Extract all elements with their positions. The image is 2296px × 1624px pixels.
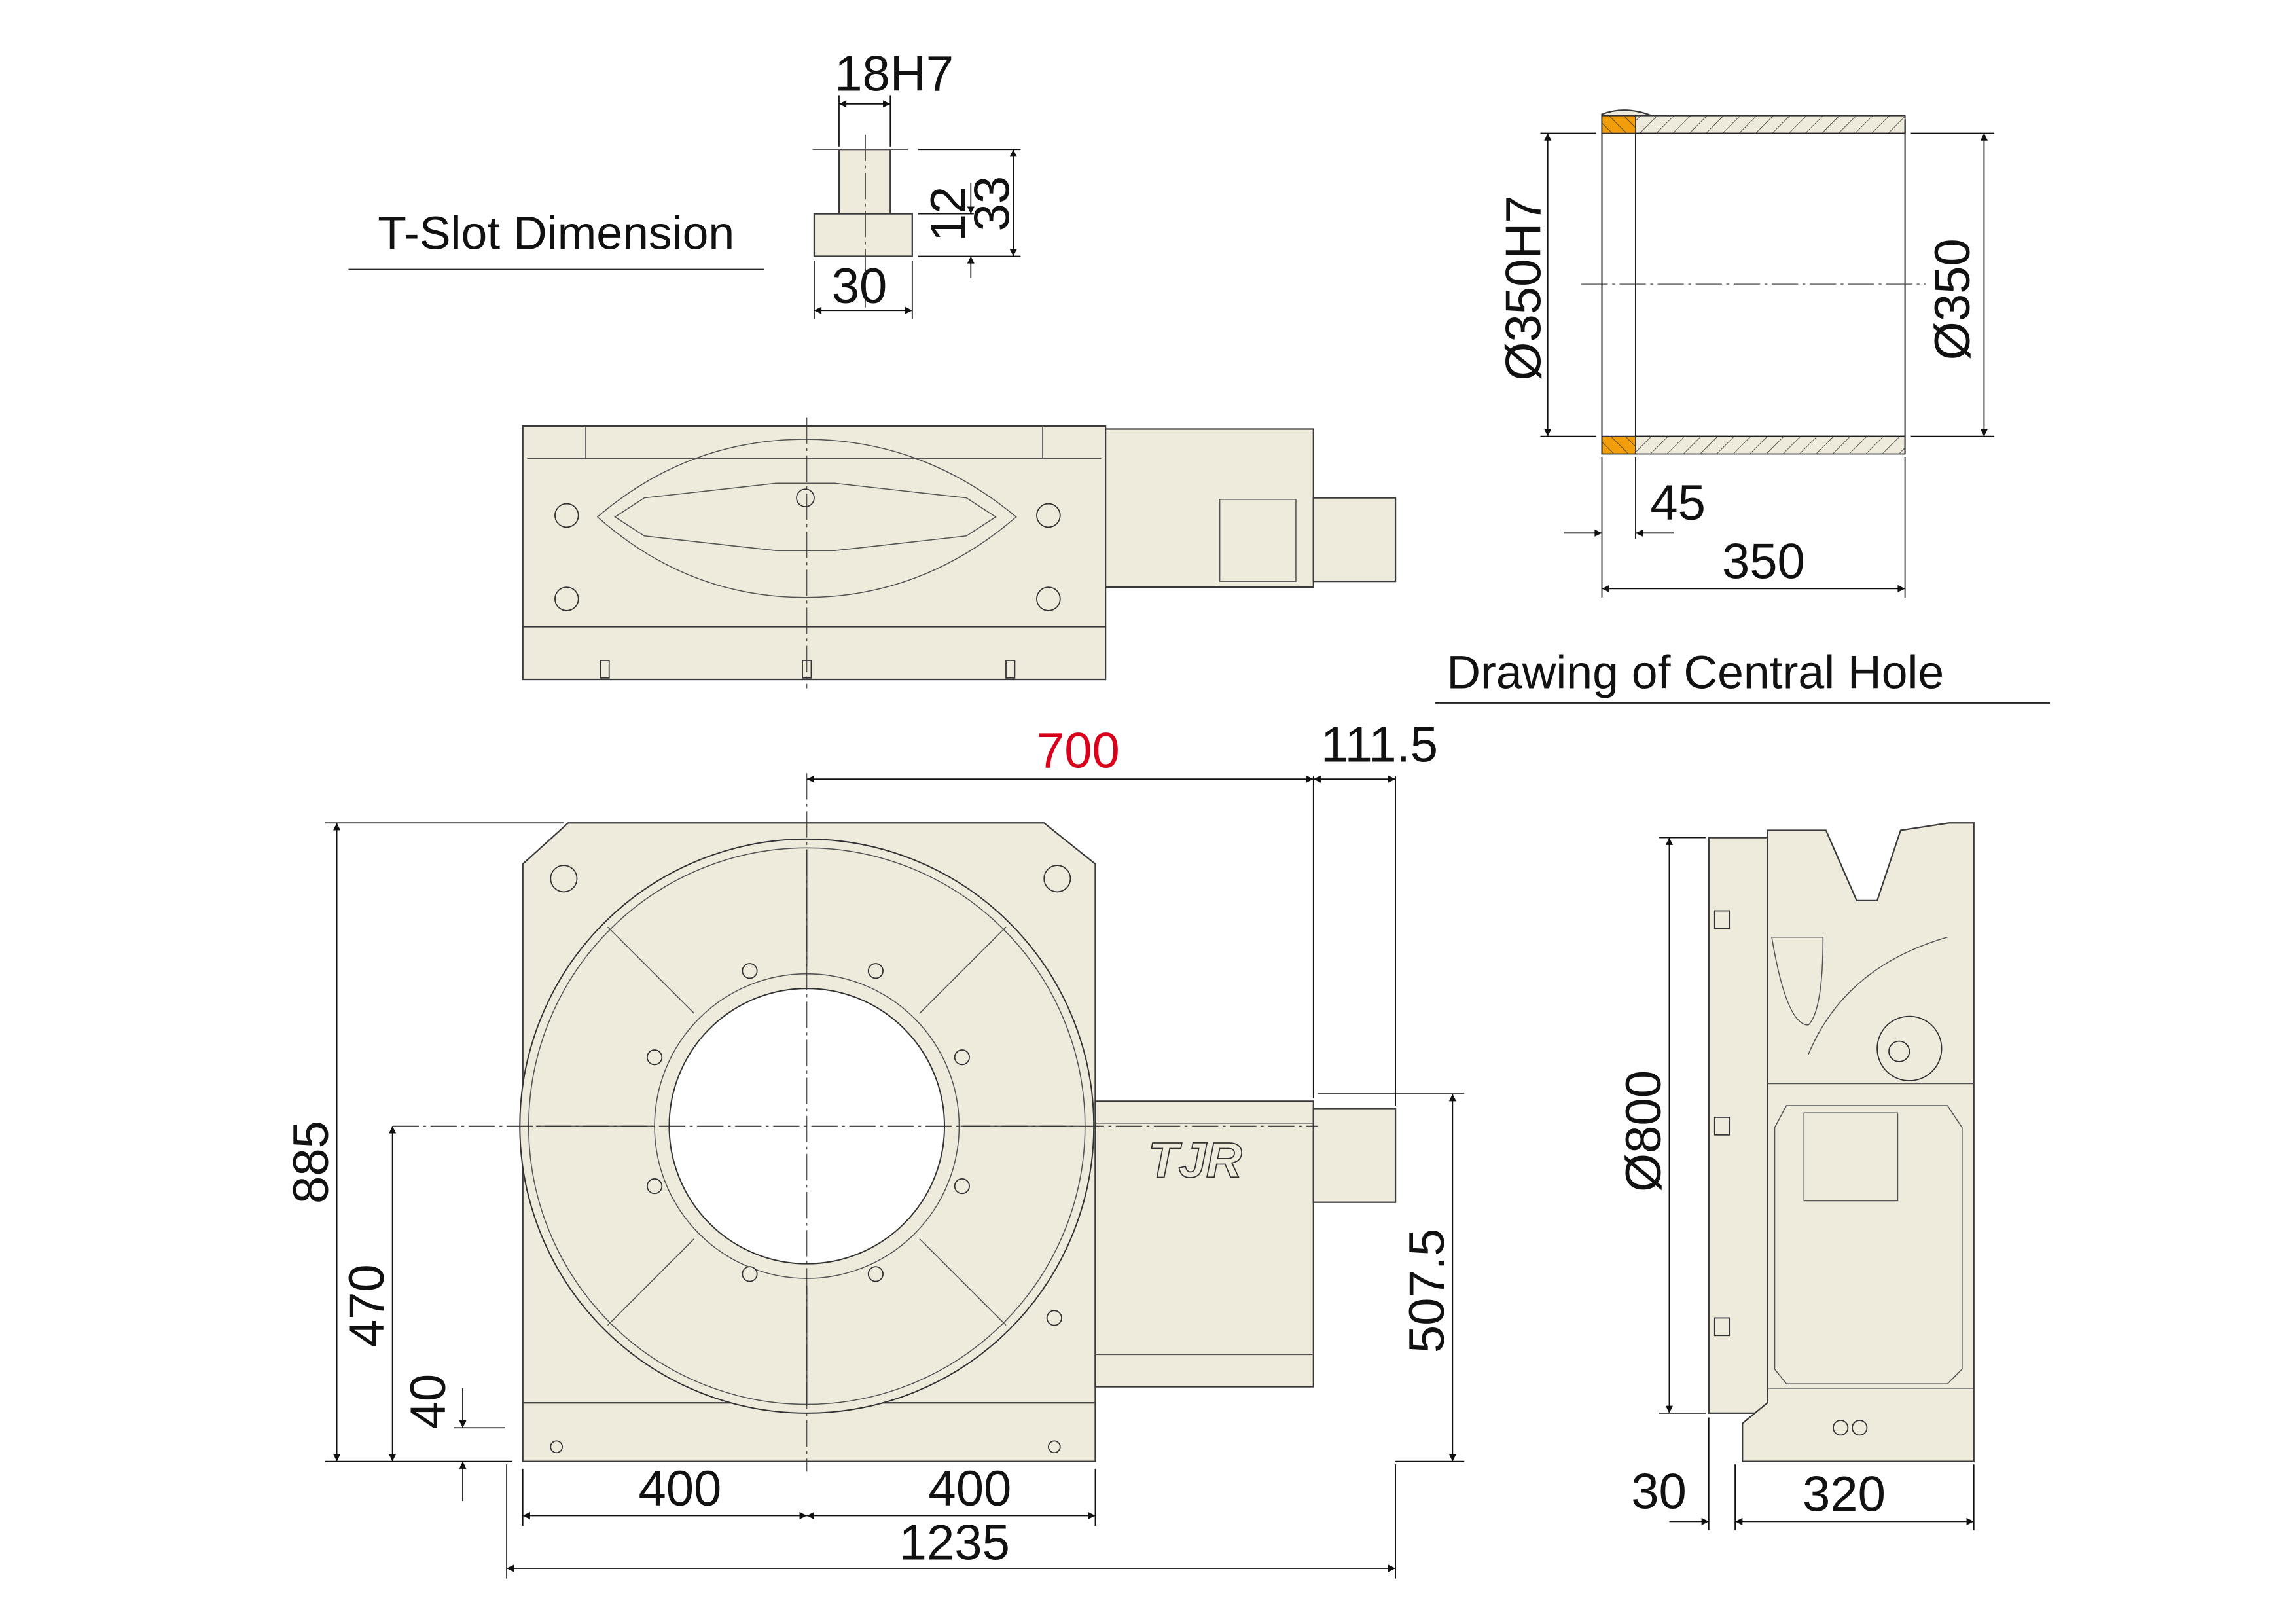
dim-45: 45 (1650, 475, 1706, 531)
dim-470: 470 (339, 1264, 395, 1347)
top-view (522, 417, 1397, 689)
dim-33: 33 (964, 176, 1020, 232)
dim-350h7: Ø350H7 (1496, 195, 1552, 380)
dim-350-dia: Ø350 (1925, 238, 1981, 360)
dim-30-tslot: 30 (832, 259, 888, 314)
dim-40: 40 (401, 1374, 456, 1430)
mounting-bolts (550, 865, 1071, 1454)
t-slot-head (813, 213, 913, 257)
dim-18h7: 18H7 (834, 46, 954, 102)
side-view: Ø800 30 320 (1616, 822, 1975, 1530)
tjr-logo: TJR (1148, 1133, 1242, 1189)
dim-507-5: 507.5 (1399, 1229, 1455, 1353)
dim-700: 700 (1037, 723, 1120, 778)
dim-400-left: 400 (638, 1461, 721, 1517)
bushing-bottom (1601, 435, 1636, 455)
dim-30-side: 30 (1631, 1464, 1687, 1519)
t-slot-neck (838, 149, 891, 215)
central-hole-section: Ø350H7 Ø350 45 350 Drawing of Central Ho… (1435, 109, 2051, 704)
central-hole-title: Drawing of Central Hole (1446, 646, 1944, 698)
bushing-top (1601, 115, 1636, 134)
dim-111-5: 111.5 (1321, 717, 1438, 772)
t-slot-section: T-Slot Dimension 18H7 30 12 33 (348, 46, 1021, 319)
dim-400-right: 400 (928, 1461, 1011, 1517)
dim-320: 320 (1803, 1467, 1886, 1523)
t-slot-title: T-Slot Dimension (378, 207, 734, 259)
dim-350-length: 350 (1722, 534, 1805, 590)
dim-1235: 1235 (899, 1515, 1010, 1571)
dim-800-dia: Ø800 (1616, 1070, 1672, 1192)
front-view: TJR 700 111.5 885 470 40 507.5 (283, 717, 1465, 1579)
dim-12: 12 (920, 187, 976, 242)
dim-885: 885 (283, 1121, 339, 1204)
